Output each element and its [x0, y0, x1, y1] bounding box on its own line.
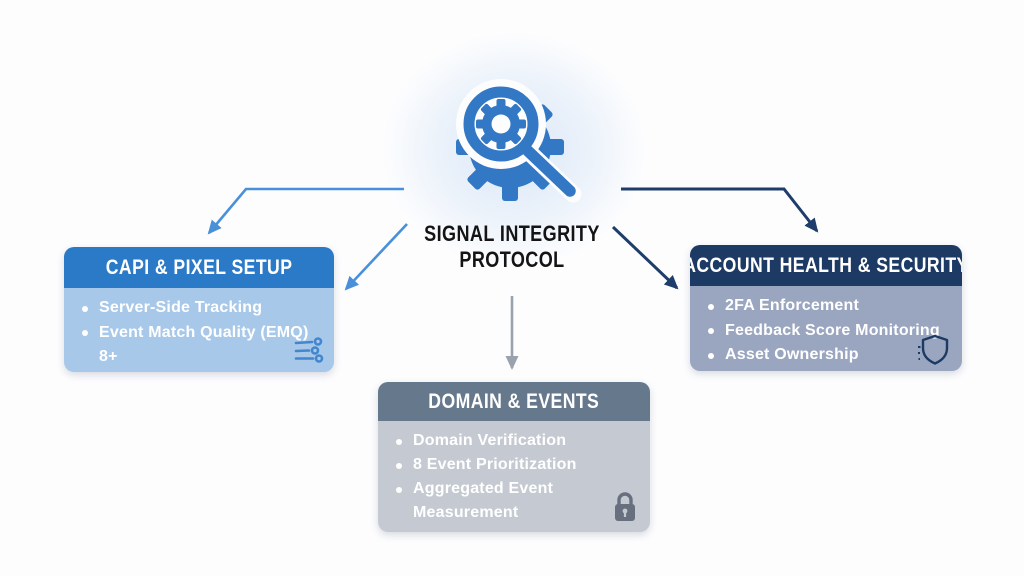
capi-pixel-setup-body: Server-Side Tracking Event Match Quality… — [64, 288, 334, 372]
arrow-center-to-account — [621, 187, 819, 233]
sliders-icon — [294, 337, 324, 363]
capi-pixel-setup-header: CAPI & PIXEL SETUP — [64, 247, 334, 288]
gear-magnifier-icon — [456, 79, 582, 203]
page-title-line2: PROTOCOL — [459, 247, 565, 272]
list-item: Aggregated Event Measurement — [396, 477, 588, 525]
magnifier-handle — [522, 145, 576, 197]
capi-pixel-setup-list: Server-Side Tracking Event Match Quality… — [64, 288, 334, 372]
domain-events-body: Domain Verification 8 Event Prioritizati… — [378, 421, 650, 532]
lock-icon — [615, 492, 635, 521]
domain-events-title: DOMAIN & EVENTS — [428, 389, 600, 413]
list-item: 2FA Enforcement — [708, 294, 950, 319]
magnifier-lens — [463, 86, 539, 162]
capi-pixel-setup-title: CAPI & PIXEL SETUP — [105, 255, 293, 279]
list-item: 8 Event Prioritization — [396, 453, 638, 477]
list-item: Data Deduplication — [82, 370, 322, 373]
account-health-security-list: 2FA Enforcement Feedback Score Monitorin… — [690, 286, 962, 368]
domain-events-box: DOMAIN & EVENTS Domain Verification 8 Ev… — [378, 382, 650, 532]
list-item: Domain Verification — [396, 429, 638, 453]
account-health-security-body: 2FA Enforcement Feedback Score Monitorin… — [690, 286, 962, 371]
account-health-security-box: ACCOUNT HEALTH & SECURITY 2FA Enforcemen… — [690, 245, 962, 371]
list-item: Server-Side Tracking — [82, 296, 322, 321]
capi-pixel-setup-box: CAPI & PIXEL SETUP Server-Side Tracking … — [64, 247, 334, 372]
list-item: Asset Ownership — [708, 343, 950, 368]
page-title-line1: SIGNAL INTEGRITY — [424, 221, 600, 246]
list-item: Feedback Score Monitoring — [708, 319, 950, 344]
list-item: Event Match Quality (EMQ) 8+ — [82, 321, 322, 370]
page-title: SIGNAL INTEGRITY PROTOCOL — [389, 221, 635, 273]
arrow-center-to-capi — [207, 187, 404, 235]
shield-icon — [918, 334, 949, 365]
domain-events-list: Domain Verification 8 Event Prioritizati… — [378, 421, 650, 525]
account-health-security-title: ACCOUNT HEALTH & SECURITY — [690, 253, 962, 277]
account-health-security-header: ACCOUNT HEALTH & SECURITY — [690, 245, 962, 286]
inner-gear-icon — [476, 99, 526, 149]
domain-events-header: DOMAIN & EVENTS — [378, 382, 650, 421]
